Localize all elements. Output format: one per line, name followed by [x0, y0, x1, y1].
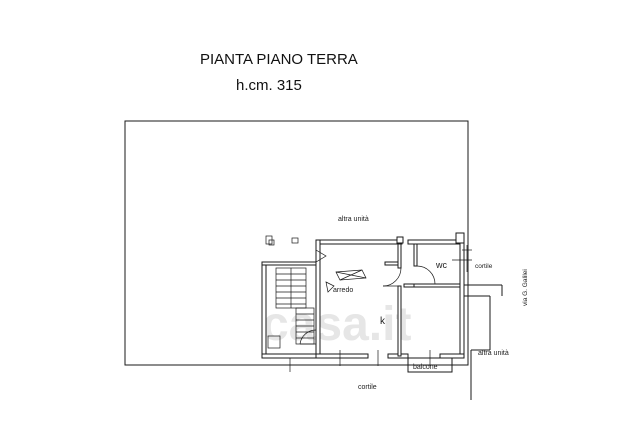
label-wc: wc [435, 260, 447, 270]
label-altra-unita-right: altra unità [478, 350, 509, 357]
plan-title: PIANTA PIANO TERRA [200, 51, 358, 68]
height-note: h.cm. 315 [236, 77, 302, 94]
window-markers [452, 245, 472, 272]
label-altra-unita-top: altra unità [338, 216, 369, 223]
label-cortile-bottom: cortile [358, 384, 377, 391]
label-kitchen: k [380, 316, 386, 327]
watermark: casa.it [262, 298, 411, 351]
label-via: via G. Galilei [522, 269, 529, 306]
door-swings [382, 265, 436, 287]
label-balcone: balcone [413, 364, 438, 371]
stair-block [261, 261, 317, 359]
furniture-arredo [325, 269, 367, 293]
entrance-door [315, 249, 327, 263]
bottom-ticks [289, 350, 431, 372]
balcony-outline [407, 357, 453, 373]
street-lines [464, 284, 503, 400]
column-marks [265, 235, 299, 246]
label-cortile-right: cortile [475, 263, 493, 270]
label-arredo: arredo [333, 287, 353, 294]
outer-building-outline [124, 120, 469, 366]
